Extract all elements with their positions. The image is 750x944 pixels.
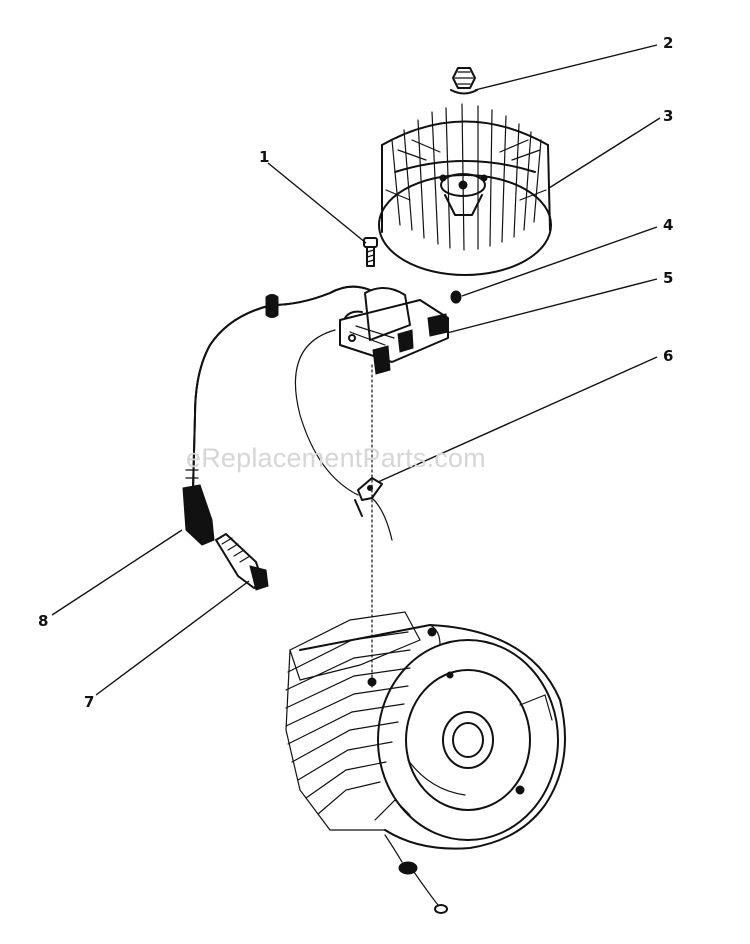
flywheel-icon [378, 103, 552, 276]
ground-wire-icon [384, 834, 448, 914]
leader-line-6 [377, 356, 658, 483]
callout-4: 4 [663, 216, 674, 234]
leader-line-7 [95, 580, 250, 696]
engine-block-icon [285, 611, 566, 850]
leader-line-1 [267, 162, 367, 244]
key-icon [450, 290, 462, 304]
callout-1: 1 [259, 148, 270, 166]
callout-8: 8 [38, 612, 49, 630]
callout-3: 3 [663, 107, 674, 125]
wire-clip-icon [294, 329, 393, 541]
screw-icon [363, 237, 378, 267]
callout-6: 6 [663, 347, 674, 365]
leader-line-3 [548, 117, 661, 189]
callout-2: 2 [663, 34, 674, 52]
leader-lines [51, 44, 661, 696]
leader-line-2 [474, 44, 658, 91]
callout-5: 5 [663, 269, 674, 287]
ignition-module-icon [339, 287, 449, 375]
leader-line-4 [461, 226, 658, 297]
callout-7: 7 [84, 693, 95, 711]
spark-plug-wire-icon [182, 285, 371, 546]
spark-plug-icon [215, 533, 269, 591]
leader-line-8 [51, 529, 183, 616]
leader-line-5 [446, 278, 658, 334]
watermark: eReplacementParts.com [186, 443, 486, 473]
nut-icon [450, 67, 478, 95]
